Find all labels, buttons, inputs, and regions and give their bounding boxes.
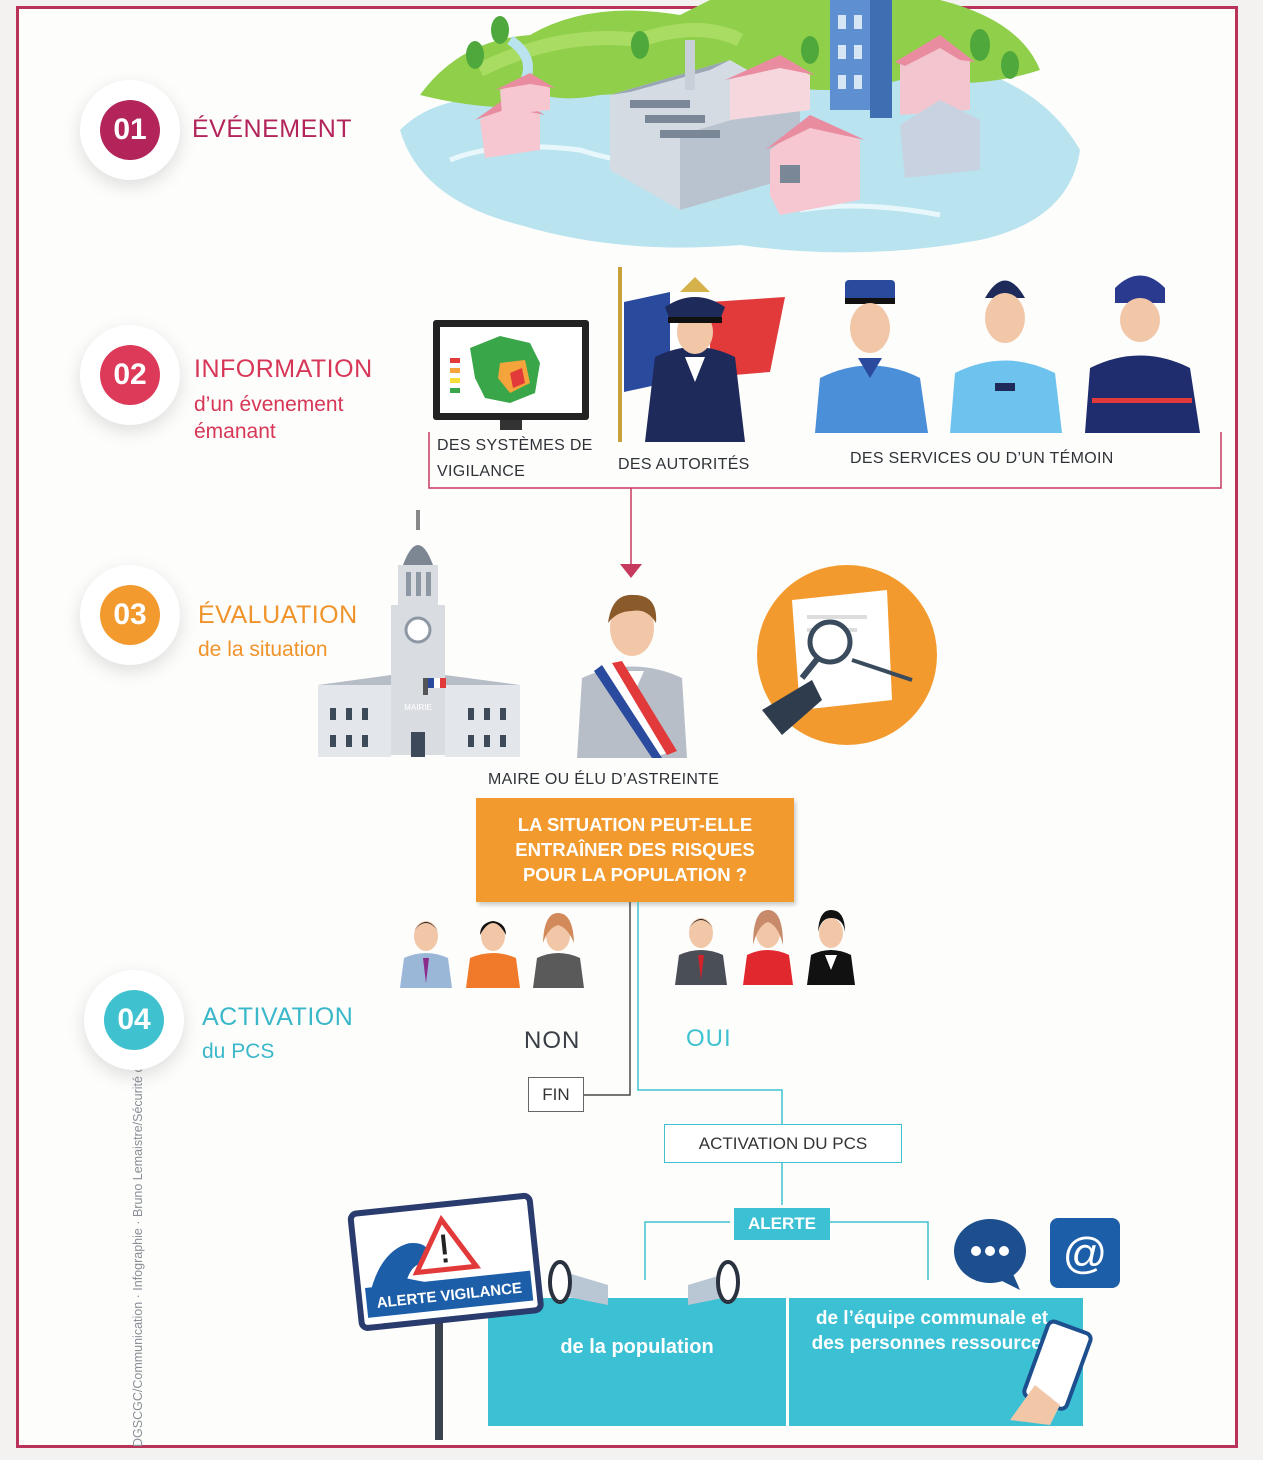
step-01-number: 01 — [100, 100, 160, 160]
vigilance-sign: ALERTE VIGILANCE — [347, 1192, 544, 1440]
flood-illustration — [400, 0, 1080, 253]
question-text: LA SITUATION PEUT-ELLE ENTRAÎNER DES RIS… — [515, 814, 755, 885]
step-04-badge: 04 — [84, 970, 184, 1070]
step-03-title: ÉVALUATION — [198, 601, 358, 629]
alert-population-panel: de la population — [488, 1298, 786, 1426]
decision-connectors — [582, 902, 929, 1280]
prefect-authority-icon — [618, 267, 785, 442]
town-hall-icon: MAIRIE — [318, 510, 520, 757]
alert-label: ALERTE — [734, 1208, 830, 1240]
step-02-badge: 02 — [80, 325, 180, 425]
step-01-title: ÉVÉNEMENT — [192, 115, 353, 143]
megaphone-icons — [548, 1260, 740, 1305]
services-witness-icon — [815, 275, 1200, 433]
mairie-label: MAIRIE — [404, 703, 432, 712]
step-04-title: ACTIVATION — [202, 1003, 354, 1031]
step-03-subtitle: de la situation — [198, 638, 328, 661]
alert-population-text: de la population — [560, 1336, 714, 1358]
mayor-caption: MAIRE OU ÉLU D’ASTREINTE — [488, 771, 720, 788]
vigilance-monitor-icon — [433, 320, 589, 430]
source-services-label: DES SERVICES OU D’UN TÉMOIN — [850, 450, 1114, 467]
people-group-no — [400, 913, 584, 988]
step-02-subtitle: d’un évenement émanant — [194, 393, 344, 443]
people-group-yes — [675, 910, 855, 985]
source-vigilance-label: DES SYSTÈMES DE VIGILANCE — [437, 437, 593, 480]
sources-bracket — [428, 432, 1222, 489]
alert-team-text: de l’équipe communale et des personnes r… — [811, 1308, 1053, 1354]
step-03-badge: 03 — [80, 565, 180, 665]
pcs-activation-box: ACTIVATION DU PCS — [664, 1124, 902, 1163]
message-icon — [954, 1219, 1026, 1290]
step-04-number: 04 — [104, 990, 164, 1050]
svg-text:@: @ — [1063, 1229, 1108, 1278]
step-02-title: INFORMATION — [194, 355, 373, 383]
end-box: FIN — [528, 1077, 584, 1112]
email-at-icon: @ — [1050, 1218, 1120, 1288]
step-02-number: 02 — [100, 345, 160, 405]
arrow-to-mayor — [620, 488, 642, 578]
mayor-icon — [577, 594, 687, 758]
smartphone-icon — [1010, 1319, 1093, 1425]
evaluation-review-icon — [757, 565, 937, 745]
step-03-number: 03 — [100, 585, 160, 645]
answer-no: NON — [524, 1027, 581, 1054]
step-04-subtitle: du PCS — [202, 1040, 275, 1063]
step-01-badge: 01 — [80, 80, 180, 180]
answer-yes: OUI — [686, 1025, 732, 1052]
question-box: LA SITUATION PEUT-ELLE ENTRAÎNER DES RIS… — [476, 798, 794, 902]
source-authorities-label: DES AUTORITÉS — [618, 456, 750, 473]
